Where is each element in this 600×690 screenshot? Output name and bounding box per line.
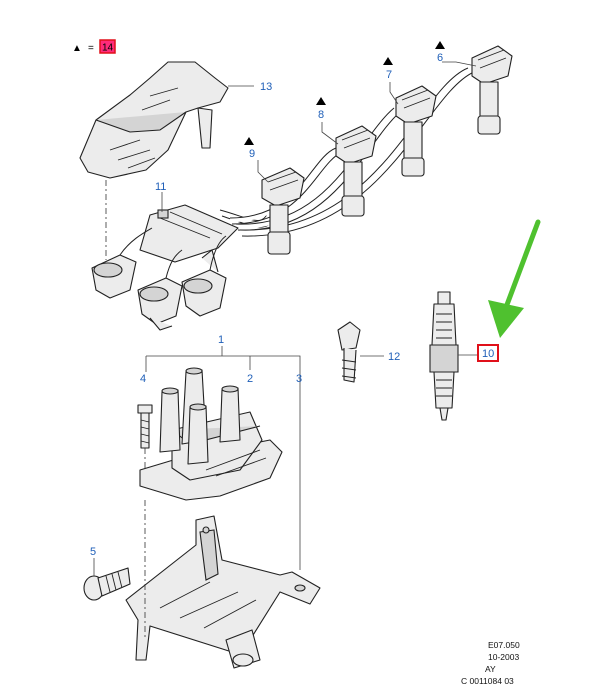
note-triangle-6 [435,41,445,49]
legend: ▲ = 14 [72,39,116,54]
bracket-bolt [83,558,131,601]
callout-5: 5 [90,546,96,558]
drawing-reference-stamp: E07.050 10-2003 AY C 0011084 03 [461,640,520,686]
callout-9: 9 [249,148,255,160]
plug-lead-boot-7 [389,82,437,177]
ignition-coil [139,367,283,501]
callout-10: 10 [482,348,494,360]
note-triangle-9 [244,137,254,145]
callout-7: 7 [386,69,392,81]
callout-2: 2 [247,373,253,385]
callout-1: 1 [218,334,224,346]
spark-plug [429,291,478,421]
legend-equals: = [88,43,94,54]
plug-lead-boot-6 [442,45,513,135]
callout-12: 12 [388,351,400,363]
group-bracket-1 [146,355,301,382]
highlight-box-10 [477,344,499,362]
callout-4: 4 [140,373,146,385]
plug-lead-boot-9 [257,160,305,255]
coil-connector-middle [137,249,183,331]
lead-clip [337,321,384,383]
ignition-lead-cover [79,61,254,260]
callout-13: 13 [260,81,272,93]
coil-connector-right [181,235,227,317]
stamp-line-3: AY [485,664,496,674]
note-triangle-7 [383,57,393,65]
coil-bolt [137,356,153,470]
legend-triangle: ▲ [72,43,82,54]
green-pointer-arrow [488,219,541,338]
callout-8: 8 [318,109,324,121]
plug-lead-boot-8 [321,122,377,217]
callout-6: 6 [437,52,443,64]
coil-mounting-bracket [125,382,321,669]
legend-ref-box [99,39,116,54]
stamp-line-4: C 0011084 03 [461,676,514,686]
stamp-line-2: 10-2003 [488,652,519,662]
coil-connector-left [91,227,153,299]
callout-3: 3 [296,373,302,385]
stamp-line-1: E07.050 [488,640,520,650]
callout-11: 11 [155,181,166,193]
legend-ref: 14 [102,43,114,54]
note-triangle-8 [316,97,326,105]
